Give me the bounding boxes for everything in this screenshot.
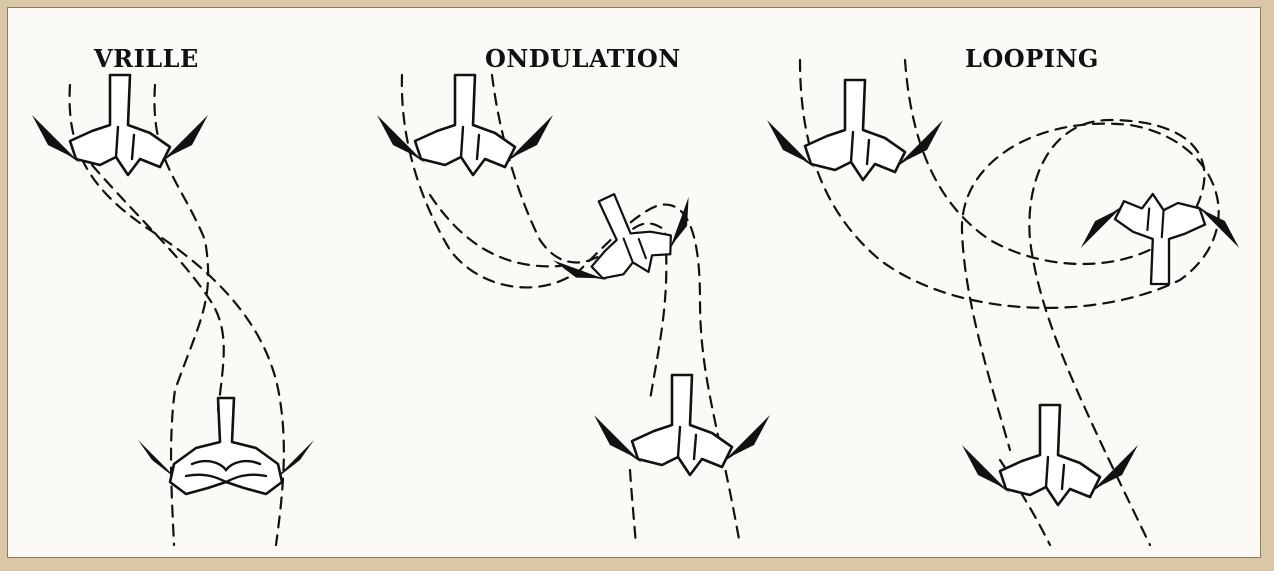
ondulation-glider-middle [539, 166, 711, 306]
looping-glider-inverted [1081, 194, 1239, 284]
ondulation-glider-bottom [594, 375, 770, 475]
looping-glider-bottom [962, 405, 1138, 505]
looping-glider-top [767, 80, 943, 180]
ondulation-glider-top [377, 75, 553, 175]
vrille-glider-bottom [138, 398, 314, 494]
vrille-glider-top [32, 75, 208, 175]
